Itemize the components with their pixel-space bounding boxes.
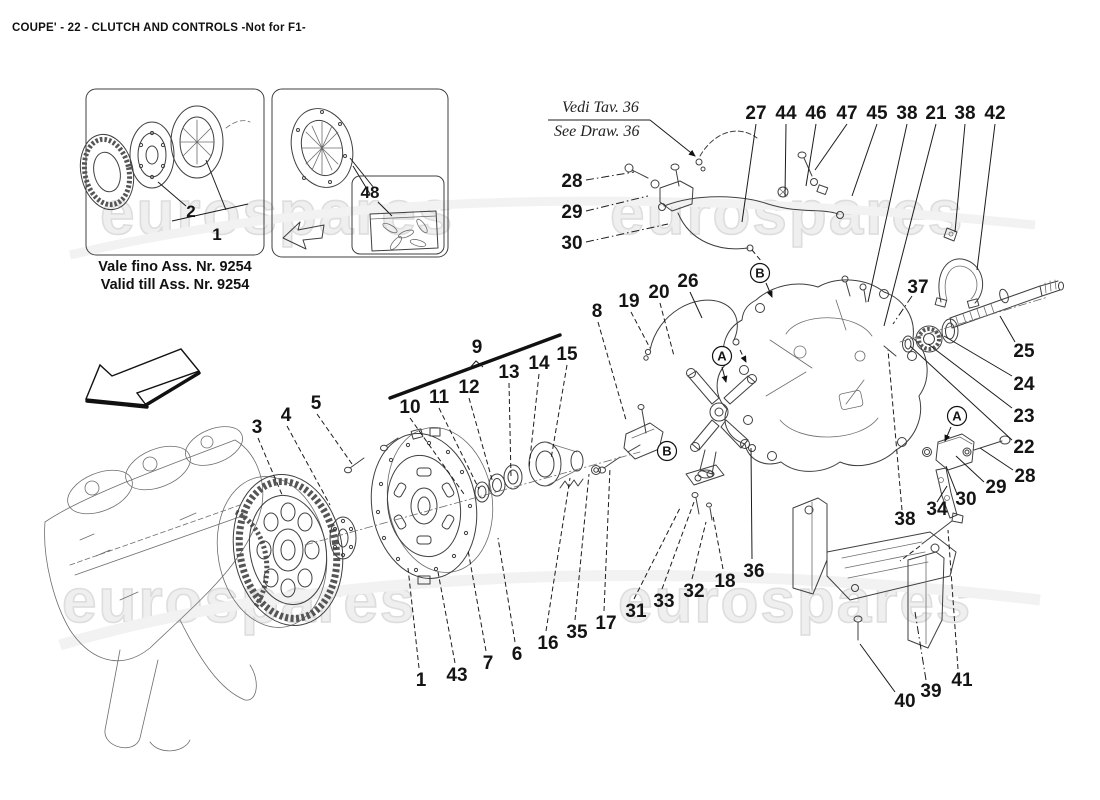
callout-22[interactable]: 22 (1013, 437, 1034, 458)
callout-12[interactable]: 12 (458, 377, 479, 398)
callout-13[interactable]: 13 (498, 362, 519, 383)
callout-29-right[interactable]: 29 (985, 477, 1006, 498)
callout-1[interactable]: 1 (416, 670, 427, 691)
callout-27[interactable]: 27 (745, 103, 766, 124)
release-fork (686, 368, 757, 479)
watermark-swoosh (58, 196, 1041, 651)
callout-30-right[interactable]: 30 (955, 489, 976, 510)
callout-33[interactable]: 33 (653, 591, 674, 612)
direction-arrow (84, 348, 201, 409)
callout-numbers: 27 44 46 47 45 38 21 38 42 28 29 30 8 19… (252, 103, 1036, 712)
callout-25[interactable]: 25 (1013, 341, 1035, 362)
callout-23[interactable]: 23 (1013, 406, 1034, 427)
callout-7[interactable]: 7 (483, 653, 494, 674)
callout-38-top2[interactable]: 38 (954, 103, 975, 124)
callout-38-right[interactable]: 38 (894, 509, 915, 530)
callout-3[interactable]: 3 (252, 417, 263, 438)
letter-circle-b2 (656, 440, 678, 462)
callout-42[interactable]: 42 (984, 103, 1005, 124)
callout-10[interactable]: 10 (399, 397, 420, 418)
callout-31[interactable]: 31 (625, 601, 647, 622)
callout-43[interactable]: 43 (446, 665, 467, 686)
letter-b1[interactable]: B (755, 266, 764, 281)
callout-24[interactable]: 24 (1013, 374, 1035, 395)
callout-30-left[interactable]: 30 (561, 233, 582, 254)
callout-32[interactable]: 32 (683, 581, 704, 602)
circled-letters: B A B A (656, 262, 968, 462)
callout-48[interactable]: 48 (361, 183, 380, 202)
page-title: COUPE' - 22 - CLUTCH AND CONTROLS -Not f… (12, 22, 306, 34)
callout-19[interactable]: 19 (618, 291, 639, 312)
inset-box-kit: 48 (271, 88, 449, 258)
callout-11[interactable]: 11 (429, 387, 450, 408)
see-drawing-note: Vedi Tav. 36 See Draw. 36 (548, 99, 758, 172)
callout-44[interactable]: 44 (775, 103, 797, 124)
callout-1-inset[interactable]: 1 (212, 225, 221, 244)
callout-37[interactable]: 37 (907, 277, 928, 298)
see-drawing-line2: See Draw. 36 (554, 123, 639, 140)
letter-circle-a2 (946, 405, 968, 427)
callout-18[interactable]: 18 (714, 571, 735, 592)
callout-38-top[interactable]: 38 (896, 103, 917, 124)
callout-39[interactable]: 39 (920, 681, 941, 702)
callout-28-right[interactable]: 28 (1014, 466, 1035, 487)
junction-block (922, 433, 1011, 519)
letter-circle-a1 (711, 345, 733, 367)
callout-35[interactable]: 35 (566, 622, 588, 643)
input-shaft (902, 279, 1064, 353)
callout-16[interactable]: 16 (537, 633, 558, 654)
see-drawing-line1: Vedi Tav. 36 (562, 99, 639, 116)
callout-40[interactable]: 40 (894, 691, 915, 712)
release-bearing (528, 441, 641, 489)
flywheel (216, 474, 344, 628)
callout-21[interactable]: 21 (925, 103, 947, 124)
letter-a2[interactable]: A (952, 409, 962, 424)
leader-lines (257, 123, 1016, 693)
callout-15[interactable]: 15 (556, 344, 578, 365)
callout-28-left[interactable]: 28 (561, 171, 582, 192)
axis-lines (304, 296, 1049, 546)
letter-a1[interactable]: A (717, 349, 727, 364)
callout-36[interactable]: 36 (743, 561, 764, 582)
drive-flange (329, 437, 399, 560)
inset-caption-it: Vale fino Ass. Nr. 9254 (98, 259, 251, 275)
callout-45[interactable]: 45 (866, 103, 888, 124)
gearbox-mount-bracket (792, 497, 964, 649)
callout-17[interactable]: 17 (595, 613, 616, 634)
callout-46[interactable]: 46 (805, 103, 826, 124)
inset-box-valid: 2 1 Vale fino Ass. Nr. 9254 Valid till A… (79, 88, 265, 293)
callout-47[interactable]: 47 (836, 103, 857, 124)
engine-sketch (44, 426, 270, 752)
callout-4[interactable]: 4 (281, 405, 292, 426)
callout-41[interactable]: 41 (951, 670, 973, 691)
callout-29-left[interactable]: 29 (561, 202, 582, 223)
callout-8[interactable]: 8 (592, 301, 603, 322)
callout-14[interactable]: 14 (528, 353, 550, 374)
callout-26[interactable]: 26 (677, 271, 698, 292)
callout-9[interactable]: 9 (472, 337, 483, 358)
fork-pad (685, 464, 725, 521)
letter-b2[interactable]: B (662, 444, 671, 459)
shim-rings (474, 464, 523, 503)
callout-2[interactable]: 2 (186, 202, 195, 221)
callout-34[interactable]: 34 (926, 499, 948, 520)
inset-caption-en: Valid till Ass. Nr. 9254 (101, 277, 250, 293)
callout-20[interactable]: 20 (648, 282, 669, 303)
clutch-assembly (370, 427, 494, 585)
callout-5[interactable]: 5 (311, 393, 322, 414)
letter-circle-b1 (749, 262, 771, 284)
callout-6[interactable]: 6 (512, 644, 523, 665)
inset-arrow-icon (282, 221, 325, 250)
